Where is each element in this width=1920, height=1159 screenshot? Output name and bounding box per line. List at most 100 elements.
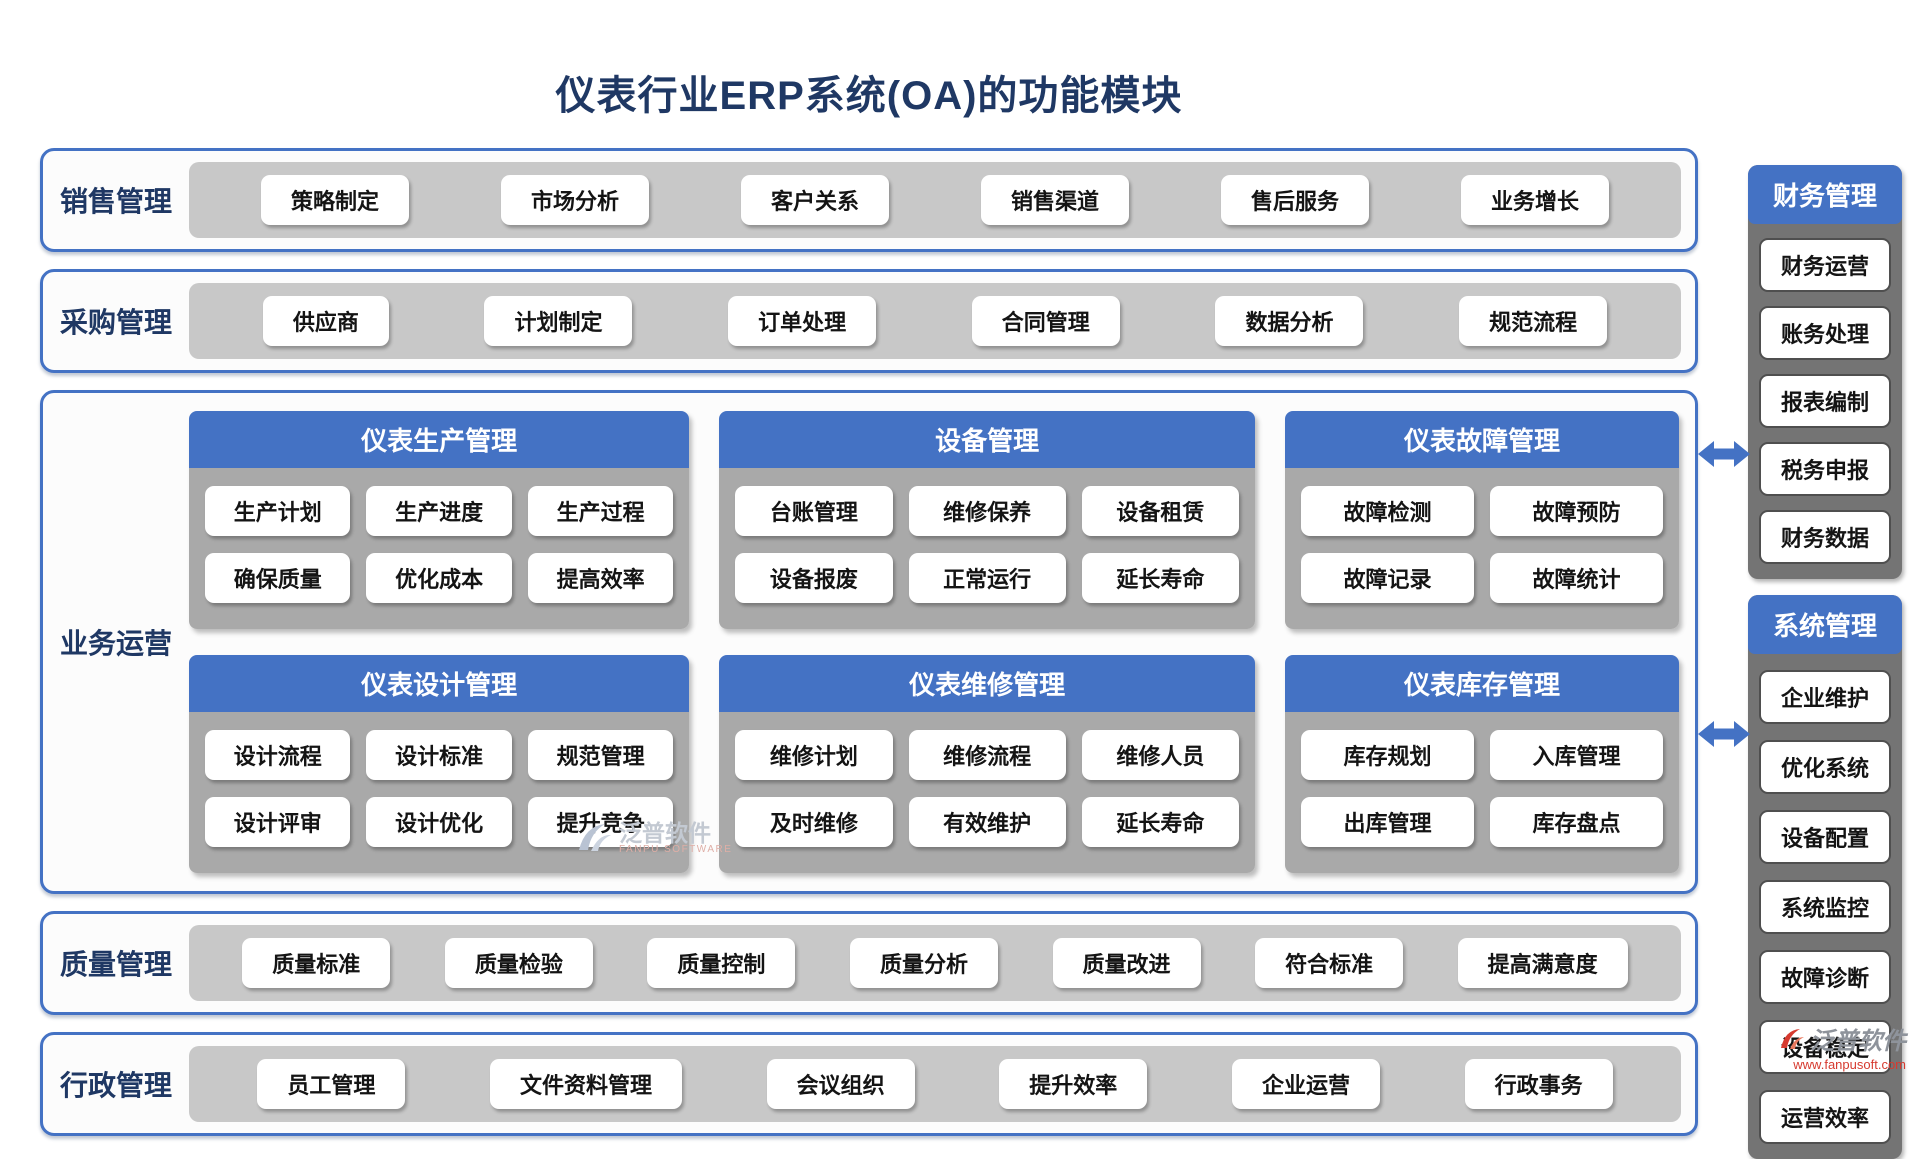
right-sidebar: 财务管理 财务运营 账务处理 报表编制 税务申报 财务数据 系统管理 企业维护 … — [1748, 165, 1902, 1159]
module-pill: 报表编制 — [1759, 374, 1891, 428]
module-pill: 入库管理 — [1490, 730, 1663, 780]
module-pill: 订单处理 — [728, 296, 877, 346]
module-pill: 生产计划 — [205, 486, 351, 536]
module-pill: 质量控制 — [647, 938, 796, 988]
module-pill: 优化系统 — [1759, 740, 1891, 794]
module-pill: 计划制定 — [484, 296, 633, 346]
module-pill: 设备租赁 — [1081, 486, 1240, 536]
module-pill: 企业运营 — [1231, 1059, 1380, 1109]
module-pill: 设备配置 — [1759, 810, 1891, 864]
module-pill: 销售渠道 — [980, 175, 1129, 225]
module-pill: 及时维修 — [735, 797, 893, 847]
procurement-items-strip: 供应商 计划制定 订单处理 合同管理 数据分析 规范流程 — [189, 283, 1681, 359]
module-pill: 财务数据 — [1759, 510, 1891, 564]
module-pill: 提高效率 — [527, 553, 674, 603]
module-pill: 税务申报 — [1759, 442, 1891, 496]
module-pill: 会议组织 — [766, 1059, 915, 1109]
module-pill: 规范流程 — [1459, 296, 1608, 346]
module-pill: 故障记录 — [1301, 553, 1475, 603]
module-pill: 质量标准 — [242, 938, 391, 988]
block-body: 维修计划 维修流程 维修人员 及时维修 有效维护 延长寿命 — [719, 712, 1256, 873]
module-pill: 生产进度 — [366, 486, 512, 536]
module-pill: 运营效率 — [1759, 1090, 1891, 1144]
band-label-quality: 质量管理 — [59, 949, 172, 980]
business-blocks-grid: 仪表生产管理 生产计划 生产进度 生产过程 确保质量 优化成本 提高效率 设备管… — [189, 411, 1679, 873]
business-operations-band: 业务运营 仪表生产管理 生产计划 生产进度 生产过程 确保质量 优化成本 提高效… — [40, 390, 1698, 894]
module-pill: 故障预防 — [1490, 486, 1663, 536]
procurement-management-band: 采购管理 供应商 计划制定 订单处理 合同管理 数据分析 规范流程 — [40, 269, 1698, 373]
admin-items-strip: 员工管理 文件资料管理 会议组织 提升效率 企业运营 行政事务 — [189, 1046, 1681, 1122]
main-diagram-area: 销售管理 策略制定 市场分析 客户关系 销售渠道 售后服务 业务增长 采购管理 … — [40, 148, 1698, 1136]
module-pill: 提升效率 — [999, 1059, 1148, 1109]
module-pill: 有效维护 — [908, 797, 1066, 847]
module-pill: 确保质量 — [205, 553, 351, 603]
sidebar-title-finance: 财务管理 — [1748, 165, 1902, 224]
quality-management-band: 质量管理 质量标准 质量检验 质量控制 质量分析 质量改进 符合标准 提高满意度 — [40, 911, 1698, 1015]
module-pill: 质量检验 — [444, 938, 593, 988]
block-title-inventory: 仪表库存管理 — [1285, 655, 1679, 712]
module-pill: 员工管理 — [257, 1059, 406, 1109]
module-pill: 售后服务 — [1220, 175, 1369, 225]
module-pill: 故障检测 — [1301, 486, 1475, 536]
sales-management-band: 销售管理 策略制定 市场分析 客户关系 销售渠道 售后服务 业务增长 — [40, 148, 1698, 252]
system-management-block: 系统管理 企业维护 优化系统 设备配置 系统监控 故障诊断 设备稳定 运营效率 — [1748, 595, 1902, 1159]
left-right-arrow-icon — [1697, 717, 1751, 751]
module-pill: 设备报废 — [735, 553, 893, 603]
module-pill: 生产过程 — [527, 486, 674, 536]
footer-url-text: www.fanpusoft.com — [1793, 1057, 1906, 1072]
fanpu-logo-icon — [1781, 1028, 1804, 1049]
block-title-fault: 仪表故障管理 — [1285, 411, 1679, 468]
block-title-production: 仪表生产管理 — [189, 411, 690, 468]
module-pill: 优化成本 — [366, 553, 512, 603]
footer-logo-text: 泛普软件 — [1810, 1028, 1906, 1055]
module-pill: 市场分析 — [500, 175, 649, 225]
block-title-maintenance: 仪表维修管理 — [719, 655, 1256, 712]
module-pill: 延长寿命 — [1081, 797, 1240, 847]
module-pill: 账务处理 — [1759, 306, 1891, 360]
module-pill: 策略制定 — [260, 175, 409, 225]
block-body: 库存规划 入库管理 出库管理 库存盘点 — [1285, 712, 1679, 873]
module-pill: 库存规划 — [1301, 730, 1475, 780]
block-production: 仪表生产管理 生产计划 生产进度 生产过程 确保质量 优化成本 提高效率 — [189, 411, 690, 629]
module-pill: 文件资料管理 — [489, 1059, 682, 1109]
module-pill: 业务增长 — [1460, 175, 1609, 225]
block-body: 台账管理 维修保养 设备租赁 设备报废 正常运行 延长寿命 — [719, 468, 1256, 629]
band-label-business: 业务运营 — [59, 628, 172, 659]
module-pill: 设计评审 — [205, 797, 351, 847]
sales-items-strip: 策略制定 市场分析 客户关系 销售渠道 售后服务 业务增长 — [189, 162, 1681, 238]
module-pill: 数据分析 — [1215, 296, 1364, 346]
module-pill: 设计优化 — [366, 797, 512, 847]
module-pill: 符合标准 — [1255, 938, 1404, 988]
block-title-equipment: 设备管理 — [719, 411, 1256, 468]
module-pill: 维修流程 — [908, 730, 1066, 780]
finance-management-block: 财务管理 财务运营 账务处理 报表编制 税务申报 财务数据 — [1748, 165, 1902, 579]
module-pill: 质量改进 — [1052, 938, 1201, 988]
block-inventory: 仪表库存管理 库存规划 入库管理 出库管理 库存盘点 — [1285, 655, 1679, 873]
block-body: 生产计划 生产进度 生产过程 确保质量 优化成本 提高效率 — [189, 468, 690, 629]
module-pill: 故障诊断 — [1759, 950, 1891, 1004]
module-pill: 客户关系 — [740, 175, 889, 225]
module-pill: 维修人员 — [1081, 730, 1240, 780]
sidebar-title-system: 系统管理 — [1748, 595, 1902, 654]
block-title-design: 仪表设计管理 — [189, 655, 690, 712]
module-pill: 规范管理 — [527, 730, 674, 780]
admin-management-band: 行政管理 员工管理 文件资料管理 会议组织 提升效率 企业运营 行政事务 — [40, 1032, 1698, 1136]
quality-items-strip: 质量标准 质量检验 质量控制 质量分析 质量改进 符合标准 提高满意度 — [189, 925, 1681, 1001]
module-pill: 提高满意度 — [1457, 938, 1628, 988]
block-maintenance: 仪表维修管理 维修计划 维修流程 维修人员 及时维修 有效维护 延长寿命 — [719, 655, 1256, 873]
module-pill: 系统监控 — [1759, 880, 1891, 934]
module-pill: 财务运营 — [1759, 238, 1891, 292]
module-pill: 正常运行 — [908, 553, 1066, 603]
module-pill: 维修保养 — [908, 486, 1066, 536]
band-label-sales: 销售管理 — [59, 186, 172, 217]
module-pill: 故障统计 — [1490, 553, 1663, 603]
module-pill: 台账管理 — [735, 486, 893, 536]
block-body: 设计流程 设计标准 规范管理 设计评审 设计优化 提升竞争 — [189, 712, 690, 873]
band-label-admin: 行政管理 — [59, 1070, 172, 1101]
block-body: 故障检测 故障预防 故障记录 故障统计 — [1285, 468, 1679, 629]
module-pill: 设计标准 — [366, 730, 512, 780]
block-equipment: 设备管理 台账管理 维修保养 设备租赁 设备报废 正常运行 延长寿命 — [719, 411, 1256, 629]
band-label-procurement: 采购管理 — [59, 307, 172, 338]
module-pill: 出库管理 — [1301, 797, 1475, 847]
module-pill: 行政事务 — [1464, 1059, 1613, 1109]
